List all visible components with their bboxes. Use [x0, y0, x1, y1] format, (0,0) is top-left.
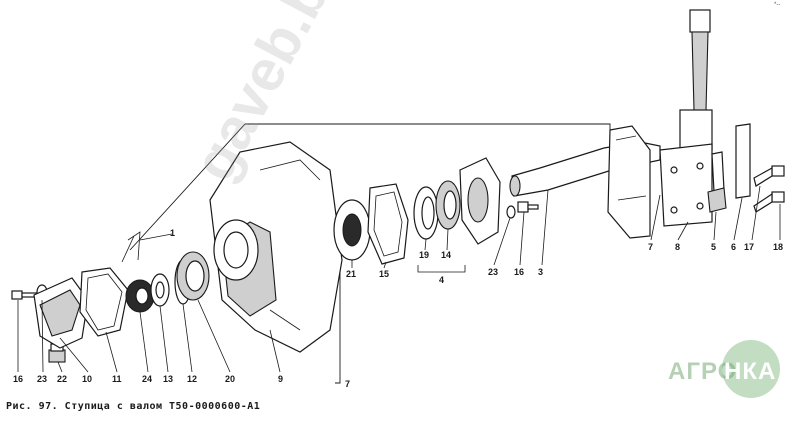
callout-15: 15 — [379, 269, 389, 279]
callout-6: 6 — [731, 242, 736, 252]
callout-21: 21 — [346, 269, 356, 279]
plug-22 — [48, 343, 66, 363]
castle-nut-24 — [125, 279, 155, 313]
logo-text-left: АГРО — [668, 358, 738, 385]
hub-9 — [209, 141, 343, 353]
callout-7-bottom: 7 — [345, 379, 350, 389]
plate-5 — [711, 151, 725, 193]
seal-21 — [333, 199, 371, 261]
bracket-7 — [607, 125, 651, 239]
bearing-20 — [176, 251, 210, 301]
bolt-18 — [753, 191, 785, 213]
assembly-bracket-left — [129, 123, 246, 251]
callout-24: 24 — [142, 374, 152, 384]
leader-lines — [17, 185, 781, 373]
bolt-17 — [753, 165, 785, 187]
cap-10 — [33, 277, 89, 349]
plate-6 — [735, 123, 751, 199]
callout-4: 4 — [439, 275, 444, 285]
callout-9: 9 — [278, 374, 283, 384]
callout-11: 11 — [112, 374, 122, 384]
washer-23-right — [506, 205, 516, 219]
callout-20: 20 — [225, 374, 235, 384]
callout-1: 1 — [170, 228, 175, 238]
callout-7-right: 7 — [648, 242, 653, 252]
callout-23-right: 23 — [488, 267, 498, 277]
callout-16-right: 16 — [514, 267, 524, 277]
callout-5: 5 — [711, 242, 716, 252]
callout-19: 19 — [419, 250, 429, 260]
callout-17: 17 — [744, 242, 754, 252]
gasket-11 — [79, 267, 129, 337]
corner-mark: *-- — [774, 2, 781, 8]
figure-caption: Рис. 97. Ступица с валом Т50-0000600-А1 — [6, 401, 261, 412]
callout-12: 12 — [187, 374, 197, 384]
assembly-bracket-bottom — [335, 250, 341, 384]
callout-18: 18 — [773, 242, 783, 252]
steering-shaft-8 — [659, 9, 713, 227]
bolt-16-right — [517, 201, 539, 213]
gasket-15 — [367, 183, 409, 265]
cotter-pin — [121, 231, 141, 263]
callout-13: 13 — [163, 374, 173, 384]
callout-10: 10 — [82, 374, 92, 384]
callout-8: 8 — [675, 242, 680, 252]
logo-text-right: НКА — [724, 358, 777, 385]
callout-22: 22 — [57, 374, 67, 384]
flange-cover — [459, 157, 501, 245]
bracket-4 — [417, 265, 466, 273]
assembly-bracket-frame — [245, 123, 611, 135]
agronka-logo: АГРО НКА — [668, 340, 788, 400]
callout-16-left: 16 — [13, 374, 23, 384]
callout-23-left: 23 — [37, 374, 47, 384]
logo-circle — [722, 340, 780, 398]
callout-14: 14 — [441, 250, 451, 260]
callout-3: 3 — [538, 267, 543, 277]
